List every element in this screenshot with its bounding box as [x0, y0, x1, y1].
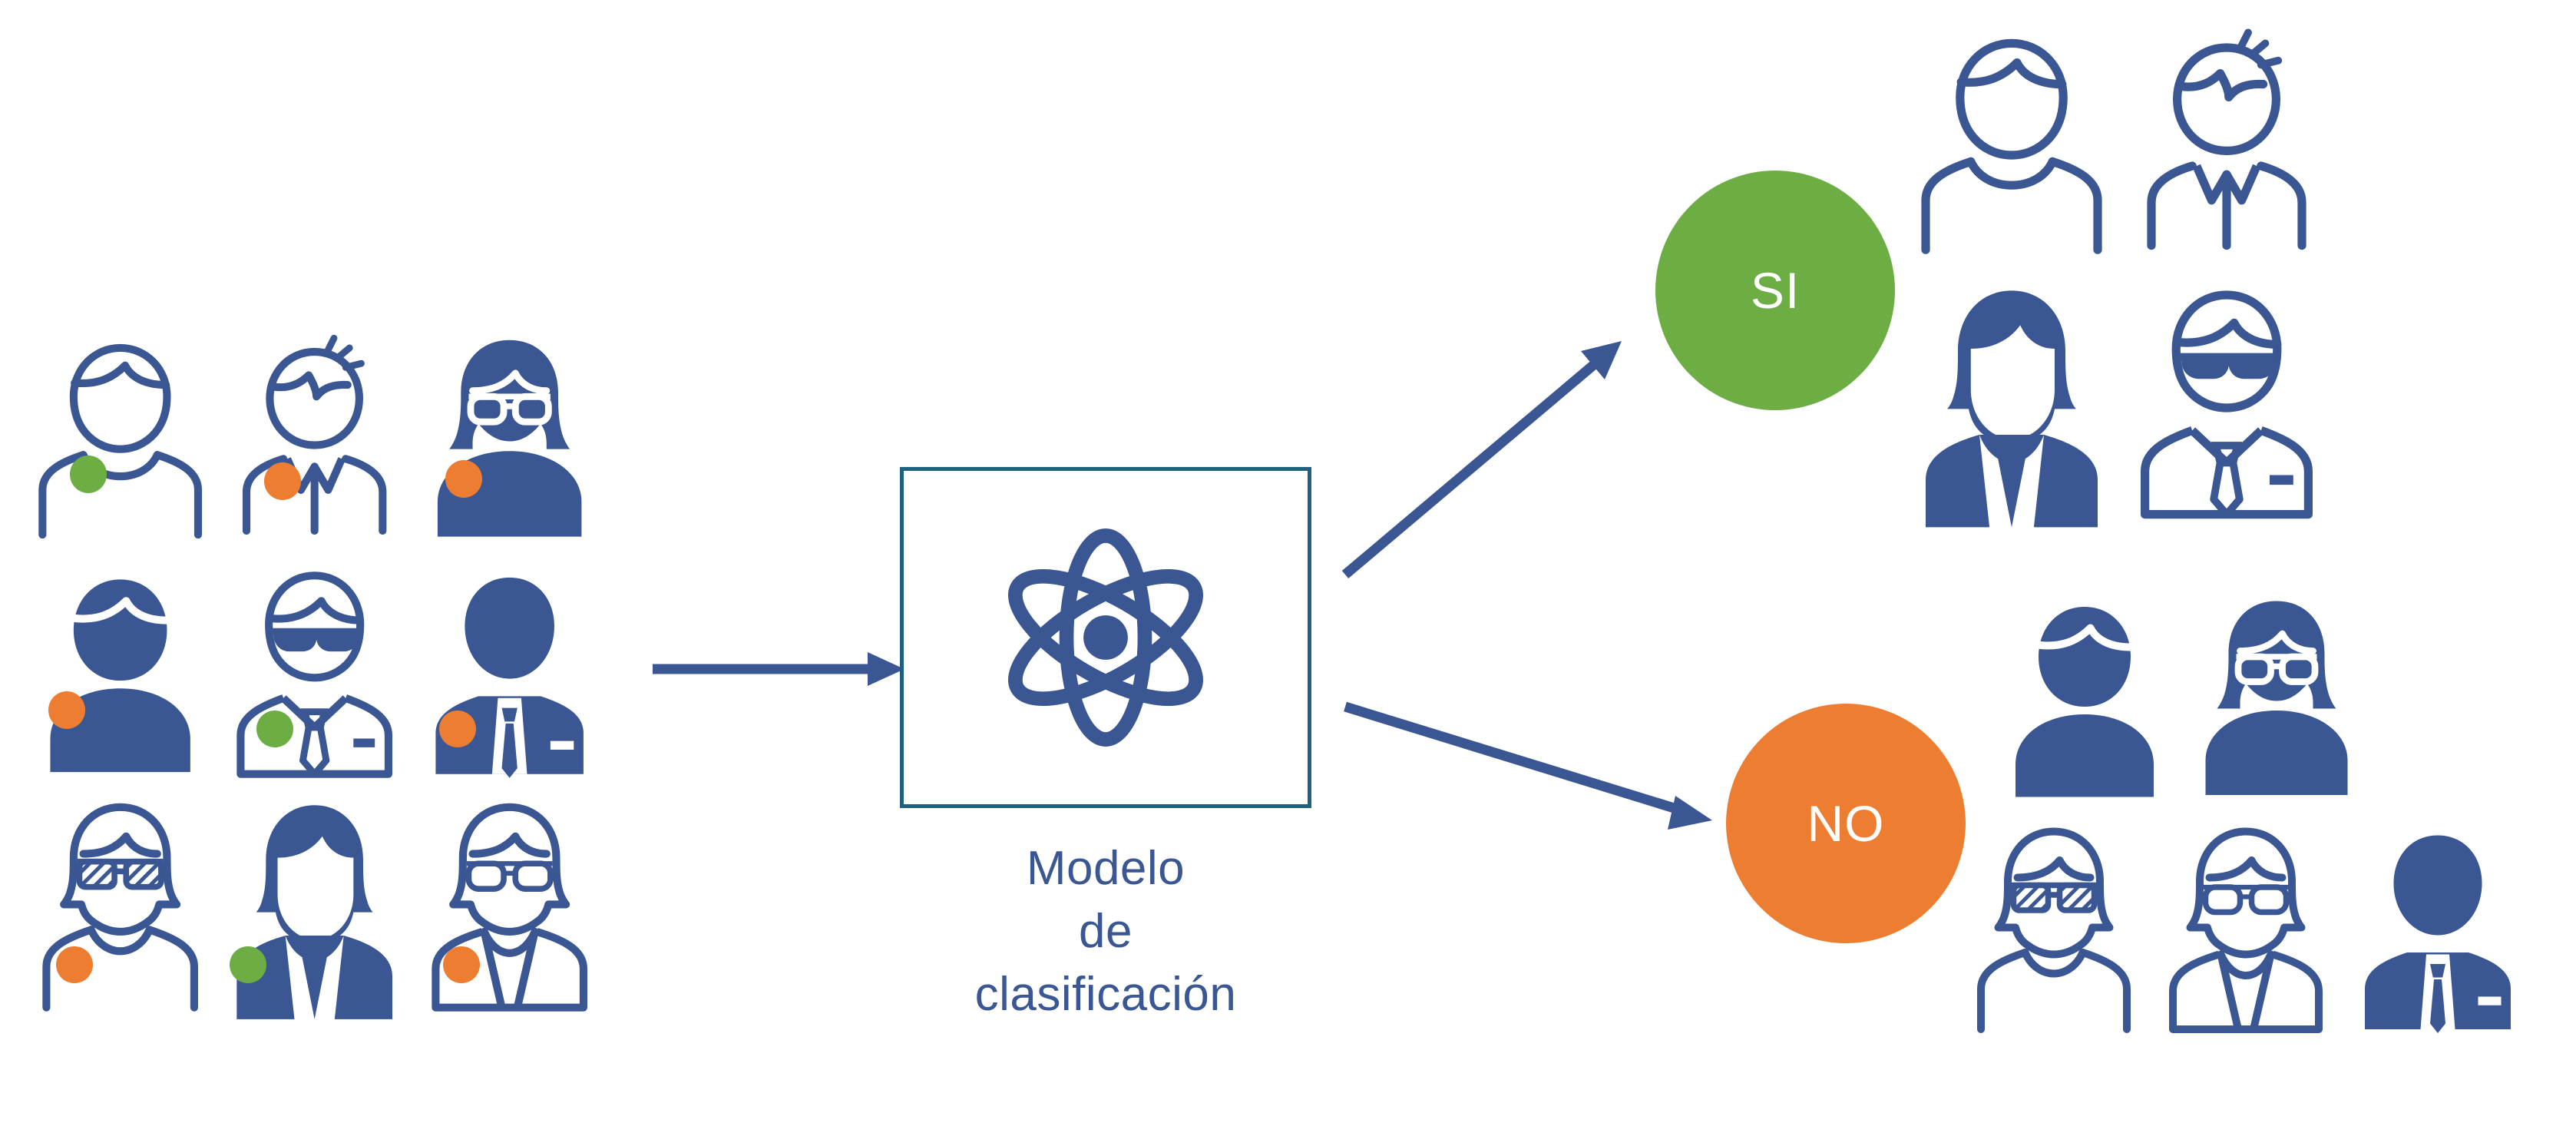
source-person-2 — [217, 323, 412, 556]
no-person-1 — [1989, 584, 2181, 814]
no-person-4 — [2150, 814, 2342, 1045]
decision-circle-no[interactable]: NO — [1726, 704, 1966, 943]
no-people-row-bottom — [1958, 814, 2572, 1045]
model-box[interactable] — [900, 467, 1311, 808]
badge-green — [69, 455, 107, 493]
badge-green — [229, 946, 266, 984]
no-people-row-top — [1989, 584, 2572, 814]
decision-label-no: NO — [1807, 795, 1885, 852]
decision-label-yes: SI — [1750, 262, 1801, 319]
model-caption-line-2: de — [1079, 904, 1133, 958]
source-person-3 — [412, 323, 607, 556]
badge-orange — [443, 946, 481, 984]
no-person-3 — [1958, 814, 2150, 1045]
source-person-9 — [412, 790, 607, 1023]
source-person-7 — [23, 790, 217, 1023]
source-person-1 — [23, 323, 217, 556]
badge-orange — [56, 946, 94, 984]
yes-person-4 — [2119, 273, 2334, 532]
badge-orange — [445, 460, 482, 498]
badge-orange — [48, 691, 86, 729]
atom-icon — [1008, 528, 1203, 747]
badge-orange — [264, 462, 302, 501]
no-people-group — [1958, 584, 2572, 1060]
source-person-6 — [412, 556, 607, 790]
yes-person-2 — [2119, 15, 2334, 273]
decision-circle-yes[interactable]: SI — [1655, 171, 1895, 410]
model-caption-line-3: clasificación — [974, 967, 1237, 1021]
badge-orange — [439, 710, 477, 748]
model-caption: Modelo de clasificación — [900, 837, 1311, 1025]
no-person-5 — [2342, 814, 2534, 1045]
source-person-8 — [217, 790, 412, 1023]
yes-people-group — [1904, 15, 2334, 532]
source-person-5 — [217, 556, 412, 790]
badge-green — [256, 710, 294, 748]
yes-person-3 — [1904, 273, 2119, 532]
source-people-group — [23, 323, 607, 1023]
yes-person-1 — [1904, 15, 2119, 273]
source-person-4 — [23, 556, 217, 790]
model-caption-line-1: Modelo — [1026, 842, 1185, 895]
no-person-2 — [2181, 584, 2373, 814]
